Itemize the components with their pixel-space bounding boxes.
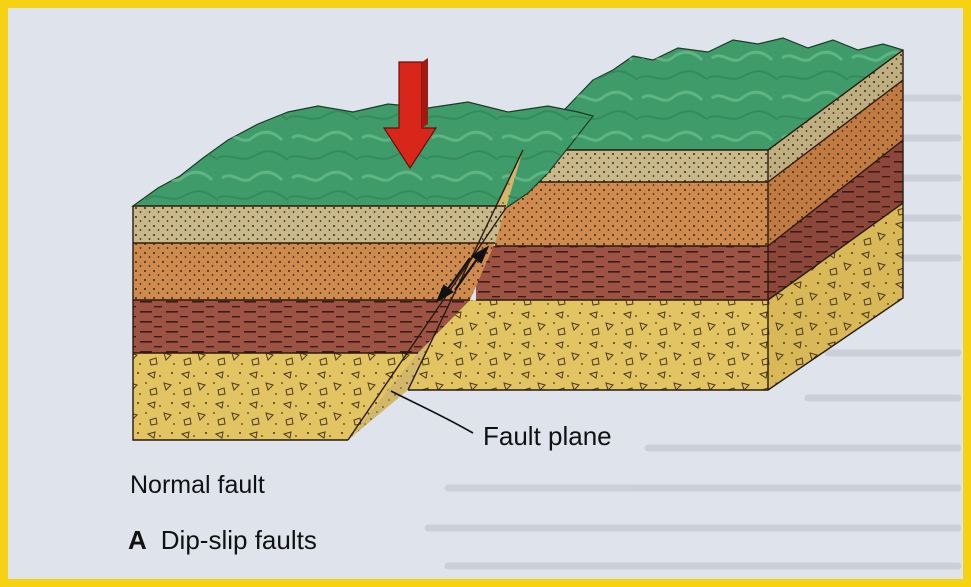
caption-letter: A xyxy=(128,525,147,555)
fault-plane-label: Fault plane xyxy=(483,421,612,451)
normal-fault-block-diagram xyxy=(131,37,905,441)
textbook-page: Fault plane Normal fault A Dip-slip fault… xyxy=(8,8,963,579)
fault-plane-leader-line xyxy=(390,390,474,434)
caption-text: Dip-slip faults xyxy=(160,525,317,555)
down-arrow-icon xyxy=(382,58,438,170)
normal-fault-label: Normal fault xyxy=(130,471,265,499)
slip-arrows-icon xyxy=(435,245,490,303)
figure-caption: A Dip-slip faults xyxy=(128,525,317,556)
